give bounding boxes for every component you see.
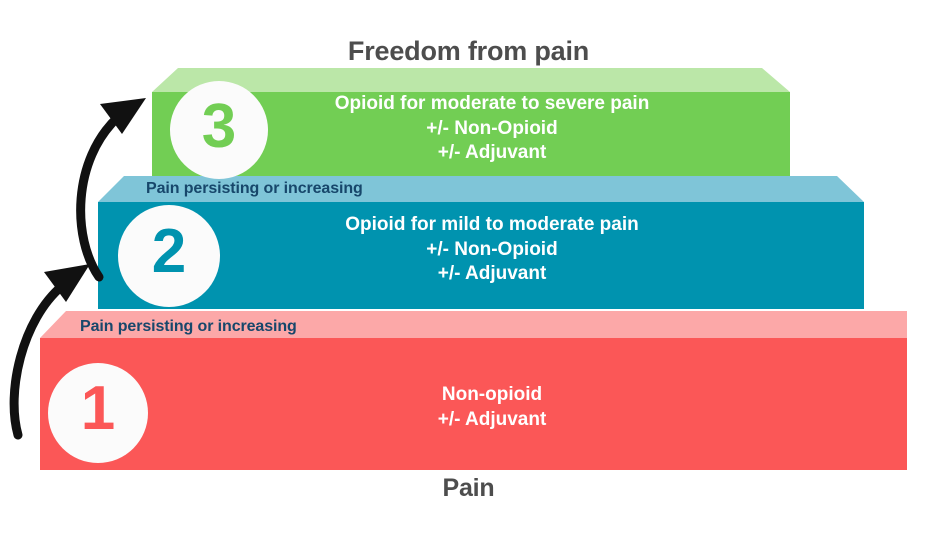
step-3-top-face — [152, 68, 790, 92]
step-1-top-face — [40, 311, 907, 338]
arrow-step1-to-step2 — [9, 264, 90, 440]
step-1-body-text: Non-opioid +/- Adjuvant — [292, 383, 692, 432]
step-3-body-text: Opioid for moderate to severe pain +/- N… — [262, 92, 722, 166]
step-1-line-2: +/- Adjuvant — [437, 408, 547, 430]
step-3-badge-number: 3 — [201, 92, 237, 161]
page-title-freedom-from-pain: Freedom from pain — [347, 36, 590, 66]
step-2-line-2: +/- Non-Opioid — [426, 238, 558, 260]
step-3-line-1: Opioid for moderate to severe pain — [334, 93, 650, 114]
step-1-front-face — [40, 338, 907, 470]
page-label-pain: Pain — [442, 474, 495, 502]
step-2-badge-circle — [118, 205, 220, 307]
step-1-block — [40, 311, 907, 470]
step-1-badge-circle — [48, 363, 148, 463]
step-2-badge-number: 2 — [151, 217, 187, 286]
step-3-badge-circle — [170, 81, 268, 179]
step-2-body-text: Opioid for mild to moderate pain +/- Non… — [262, 213, 722, 287]
step-2-block — [98, 176, 864, 309]
step-2-line-3: +/- Adjuvant — [437, 263, 547, 285]
step-3-line-3: +/- Adjuvant — [437, 142, 547, 164]
transition-label-step2-to-step3: Pain persisting or increasing — [146, 180, 363, 197]
step-1-line-1: Non-opioid — [441, 384, 543, 405]
step-2-front-face — [98, 202, 864, 309]
transition-label-step1-to-step2: Pain persisting or increasing — [80, 318, 297, 335]
step-2-line-1: Opioid for mild to moderate pain — [345, 214, 639, 235]
step-2-top-face — [98, 176, 864, 202]
step-3-line-2: +/- Non-Opioid — [426, 117, 558, 139]
step-1-badge-number: 1 — [80, 374, 116, 443]
arrow-step2-to-step3 — [76, 98, 146, 282]
